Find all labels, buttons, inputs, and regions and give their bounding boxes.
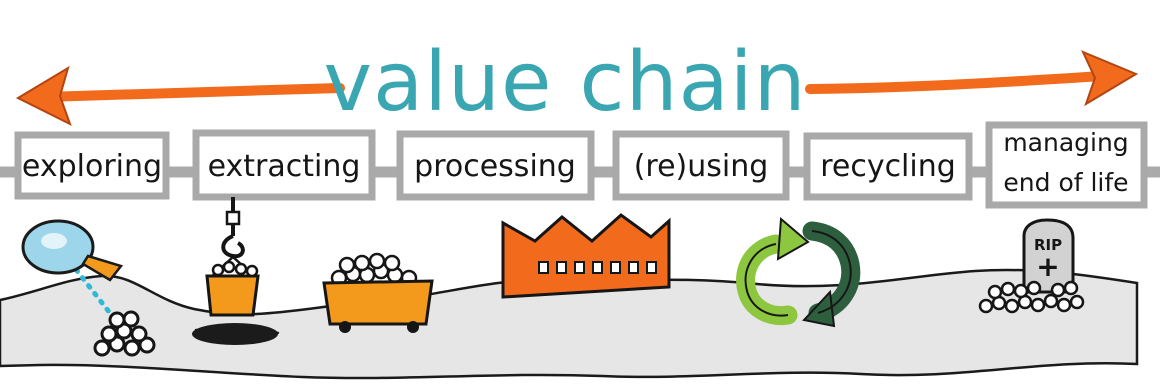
stage-box-exploring (14, 131, 170, 200)
stage-label-reusing: (re)using (634, 149, 769, 184)
stage-label-recycling: recycling (820, 149, 956, 184)
stage-label-exploring: exploring (22, 149, 162, 184)
stage-box-reusing (612, 130, 790, 201)
magnifier-icon (21, 219, 124, 329)
factory-icon (501, 213, 671, 299)
stage-box-extracting (192, 129, 376, 201)
ore-cart-icon (322, 252, 434, 333)
bucket-icon (205, 197, 260, 317)
stage-label-processing: processing (414, 149, 576, 184)
stage-label-end-of-life: end of life (1003, 168, 1128, 197)
left-arrow (15, 65, 345, 127)
stage-box-end-of-life (985, 121, 1148, 209)
stage-bar: exploring extracting processing (re)usin… (0, 121, 1160, 209)
stage-label-extracting: extracting (208, 149, 361, 184)
tombstone-icon: RIP + (1022, 218, 1075, 294)
diagram-title: value chain (323, 35, 806, 130)
recycle-arrows-icon (736, 216, 861, 328)
right-arrow (805, 50, 1139, 107)
rock-pile-end-of-life (978, 280, 1085, 314)
tombstone-text: RIP (1034, 236, 1062, 254)
mine-hole (192, 323, 280, 345)
tombstone-cross: + (1036, 250, 1059, 283)
stage-box-processing (396, 130, 595, 201)
stage-box-recycling (803, 132, 973, 201)
stage-label-managing: managing (1003, 128, 1128, 157)
rock-pile-exploring (93, 310, 156, 357)
